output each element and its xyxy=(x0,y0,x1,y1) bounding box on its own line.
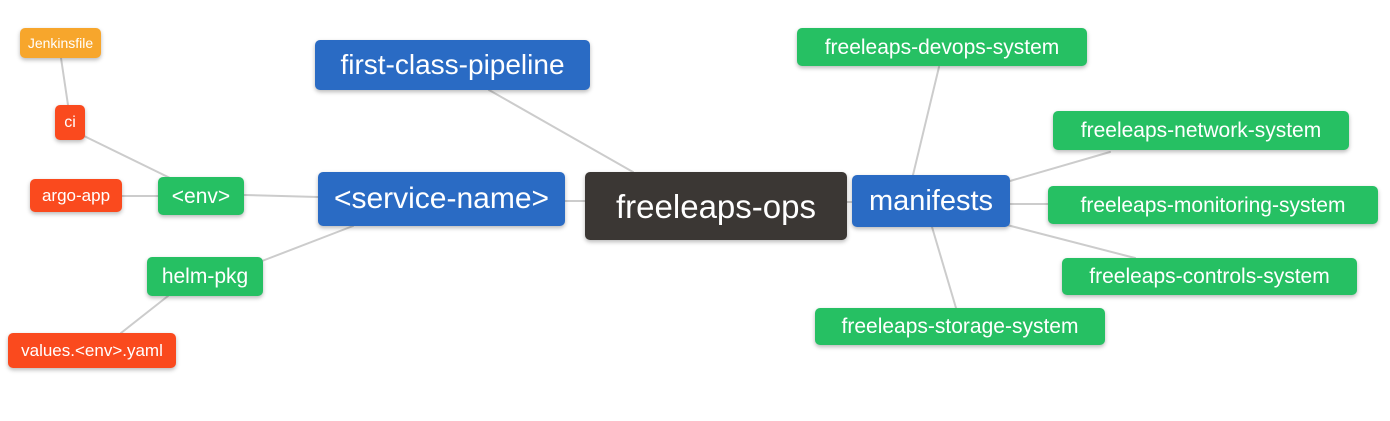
node-service-name[interactable]: <service-name> xyxy=(318,172,565,226)
node-ci[interactable]: ci xyxy=(55,105,85,140)
node-freeleaps-network-system[interactable]: freeleaps-network-system xyxy=(1053,111,1349,150)
edge-first-class-pipeline-to-freeleaps-ops xyxy=(488,89,634,173)
node-freeleaps-ops[interactable]: freeleaps-ops xyxy=(585,172,847,240)
edge-jenkinsfile-to-ci xyxy=(60,57,69,106)
edge-env-to-service-name xyxy=(243,194,319,198)
node-values-env-yaml[interactable]: values.<env>.yaml xyxy=(8,333,176,368)
edge-manifests-to-freeleaps-controls-system xyxy=(1006,224,1136,259)
node-jenkinsfile[interactable]: Jenkinsfile xyxy=(20,28,101,58)
node-argo-app[interactable]: argo-app xyxy=(30,179,122,212)
edge-helm-pkg-to-values-env-yaml xyxy=(120,295,169,334)
edge-ci-to-env xyxy=(83,135,171,179)
edge-manifests-to-freeleaps-network-system xyxy=(1009,151,1111,182)
node-freeleaps-monitoring-system[interactable]: freeleaps-monitoring-system xyxy=(1048,186,1378,224)
node-helm-pkg[interactable]: helm-pkg xyxy=(147,257,263,296)
node-freeleaps-controls-system[interactable]: freeleaps-controls-system xyxy=(1062,258,1357,295)
node-freeleaps-devops-system[interactable]: freeleaps-devops-system xyxy=(797,28,1087,66)
node-manifests[interactable]: manifests xyxy=(852,175,1010,227)
edge-service-name-to-helm-pkg xyxy=(261,225,354,262)
node-env[interactable]: <env> xyxy=(158,177,244,215)
edge-manifests-to-freeleaps-storage-system xyxy=(931,226,957,309)
node-first-class-pipeline[interactable]: first-class-pipeline xyxy=(315,40,590,90)
edge-manifests-to-freeleaps-devops-system xyxy=(912,66,940,176)
node-freeleaps-storage-system[interactable]: freeleaps-storage-system xyxy=(815,308,1105,345)
